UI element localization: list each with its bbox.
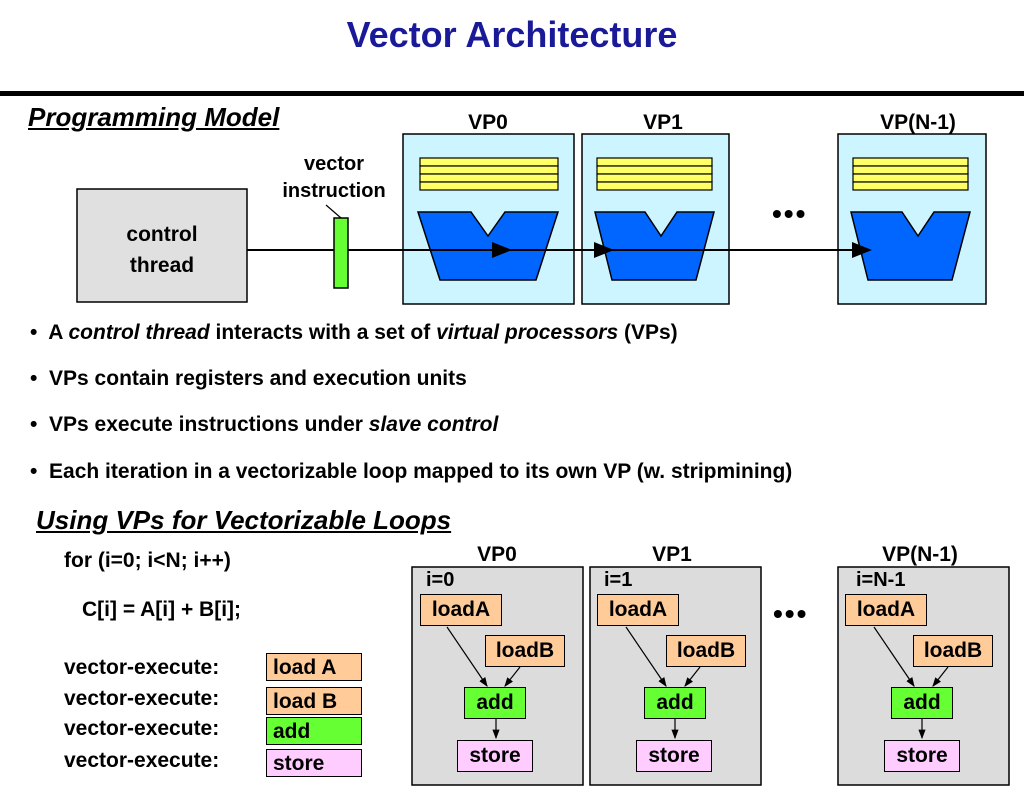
vector-instruction-box: [333, 217, 349, 289]
control-thread-label: control thread: [126, 223, 198, 277]
node-loadb: loadB: [913, 635, 993, 667]
node-loadb: loadB: [485, 635, 565, 667]
node-add: add: [891, 687, 953, 719]
loops-heading: Using VPs for Vectorizable Loops: [36, 505, 452, 535]
vp0-label: VP0: [468, 111, 508, 134]
for-loop-line: for (i=0; i<N; i++): [64, 549, 231, 572]
alu-n-1: [850, 211, 971, 281]
dataflow-arrows-0: [446, 626, 521, 740]
node-loada: loadA: [420, 594, 502, 626]
bullet-2: • VPs contain registers and execution un…: [30, 367, 467, 390]
node-store: store: [457, 740, 533, 772]
loop-body-line: C[i] = A[i] + B[i];: [82, 598, 242, 621]
bullet-4: • Each iteration in a vectorizable loop …: [30, 460, 793, 483]
node-loada: loadA: [845, 594, 927, 626]
loop-index-n-1: i=N-1: [856, 569, 906, 591]
title-divider: [0, 91, 1024, 96]
alu-1: [594, 211, 715, 281]
vector-op-load-b: load B: [266, 687, 362, 715]
node-add: add: [464, 687, 526, 719]
alu-0: [416, 211, 560, 281]
programming-model-heading: Programming Model: [28, 102, 280, 132]
node-loada: loadA: [597, 594, 679, 626]
loop-vp0-label: VP0: [477, 543, 517, 566]
loop-index-0: i=0: [426, 569, 455, 591]
register-file-1: [596, 157, 713, 191]
dataflow-arrows-1: [625, 626, 701, 740]
control-thread-box: [76, 188, 248, 303]
vector-op-load-a: load A: [266, 653, 362, 681]
node-loadb: loadB: [666, 635, 746, 667]
dataflow-arrows-n-1: [873, 626, 949, 740]
loop-index-1: i=1: [604, 569, 633, 591]
node-store: store: [884, 740, 960, 772]
loop-vp1-label: VP1: [652, 543, 692, 566]
vector-execute-label: vector-execute:: [64, 749, 220, 772]
register-file-0: [419, 157, 559, 191]
register-file-n-1: [852, 157, 969, 191]
node-add: add: [644, 687, 706, 719]
page-title: Vector Architecture: [346, 14, 678, 55]
vector-op-store: store: [266, 749, 362, 777]
loop-ellipsis: •••: [773, 598, 809, 629]
bullet-1: • A control thread interacts with a set …: [30, 321, 678, 344]
vector-execute-label: vector-execute:: [64, 656, 220, 679]
vector-op-add: add: [266, 717, 362, 745]
vector-execute-label: vector-execute:: [64, 687, 220, 710]
vector-execute-label: vector-execute:: [64, 717, 220, 740]
bullet-3: • VPs execute instructions under slave c…: [30, 413, 499, 436]
vp1-label: VP1: [643, 111, 683, 134]
vector-instruction-label: vector instruction: [282, 153, 386, 202]
vp-n-1-label: VP(N-1): [880, 111, 956, 134]
loop-vp-n-1-label: VP(N-1): [882, 543, 958, 566]
node-store: store: [636, 740, 712, 772]
vp-ellipsis: •••: [772, 198, 808, 229]
